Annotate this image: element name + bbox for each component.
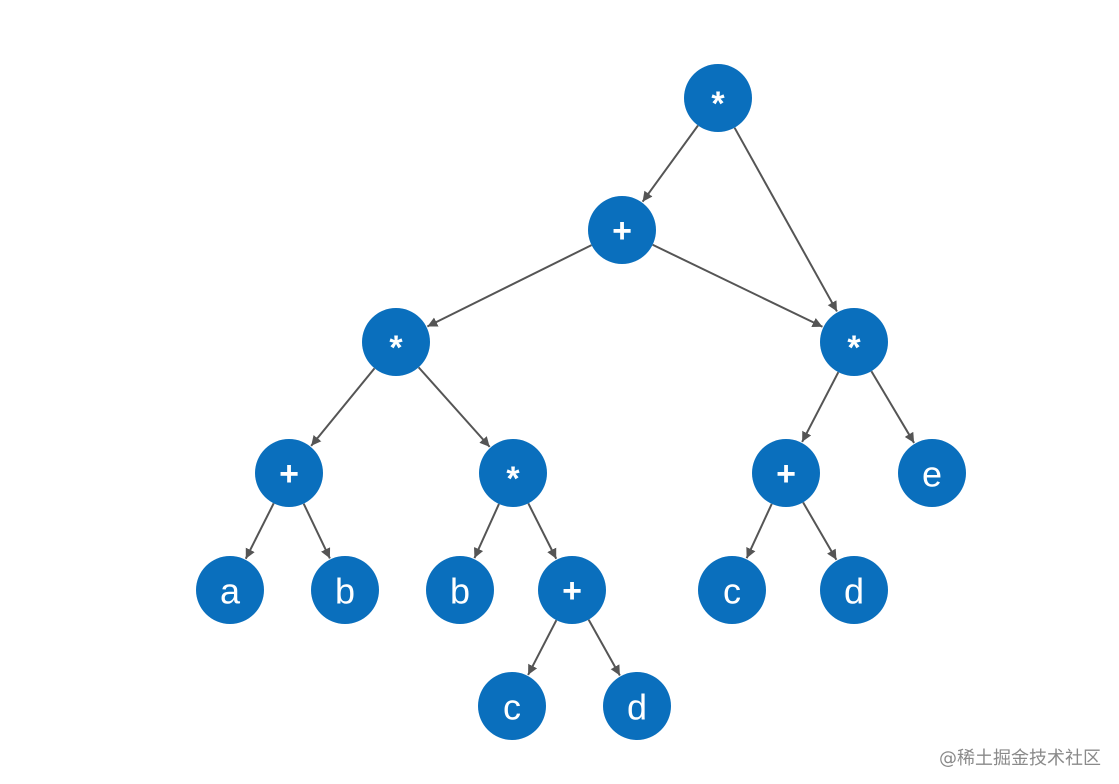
tree-node-n10: b bbox=[311, 556, 379, 624]
node-label: d bbox=[627, 687, 647, 728]
tree-node-n1: * bbox=[684, 64, 752, 132]
tree-node-n2: + bbox=[588, 196, 656, 264]
tree-node-n11: b bbox=[426, 556, 494, 624]
tree-node-n3: * bbox=[362, 308, 430, 376]
node-label: b bbox=[450, 571, 470, 612]
edge-n3-n6 bbox=[417, 366, 491, 448]
node-circle bbox=[698, 556, 766, 624]
edge-n7-n13 bbox=[745, 503, 773, 559]
node-circle bbox=[684, 64, 752, 132]
node-label: * bbox=[506, 460, 520, 498]
node-circle bbox=[752, 439, 820, 507]
tree-node-n16: d bbox=[603, 672, 671, 740]
edge-n1-n2 bbox=[641, 124, 699, 203]
node-circle bbox=[820, 556, 888, 624]
tree-node-n8: e bbox=[898, 439, 966, 507]
node-label: + bbox=[776, 455, 796, 493]
node-label: * bbox=[711, 85, 725, 123]
edge-n1-n4 bbox=[733, 127, 838, 312]
tree-node-n4: * bbox=[820, 308, 888, 376]
node-circle bbox=[588, 196, 656, 264]
watermark-text: @稀土掘金技术社区 bbox=[939, 748, 1101, 769]
edge-n4-n8 bbox=[870, 370, 915, 444]
tree-node-n5: + bbox=[255, 439, 323, 507]
edge-n7-n14 bbox=[802, 501, 838, 561]
node-circle bbox=[362, 308, 430, 376]
node-circle bbox=[820, 308, 888, 376]
tree-node-n6: * bbox=[479, 439, 547, 507]
tree-node-n9: a bbox=[196, 556, 264, 624]
tree-node-n12: + bbox=[538, 556, 606, 624]
edge-n6-n12 bbox=[527, 502, 558, 560]
node-circle bbox=[479, 439, 547, 507]
edge-n2-n4 bbox=[652, 243, 823, 328]
edge-n12-n15 bbox=[527, 619, 558, 676]
tree-node-n7: + bbox=[752, 439, 820, 507]
tree-node-n14: d bbox=[820, 556, 888, 624]
edge-n12-n16 bbox=[587, 619, 621, 676]
node-circle bbox=[898, 439, 966, 507]
tree-node-n13: c bbox=[698, 556, 766, 624]
nodes-layer: * + * * + * + e a b b + c d c d bbox=[196, 64, 966, 740]
edge-n3-n5 bbox=[310, 367, 376, 447]
node-label: + bbox=[279, 455, 299, 493]
node-label: + bbox=[612, 212, 632, 250]
edge-n6-n11 bbox=[473, 503, 500, 559]
edge-n2-n3 bbox=[426, 244, 592, 328]
edge-n5-n10 bbox=[302, 503, 331, 559]
node-label: * bbox=[847, 329, 861, 367]
node-circle bbox=[478, 672, 546, 740]
tree-node-n15: c bbox=[478, 672, 546, 740]
node-label: b bbox=[335, 571, 355, 612]
node-label: c bbox=[503, 687, 521, 728]
node-label: d bbox=[844, 571, 864, 612]
edge-n5-n9 bbox=[244, 502, 275, 560]
node-label: e bbox=[922, 454, 942, 495]
node-circle bbox=[311, 556, 379, 624]
node-circle bbox=[196, 556, 264, 624]
node-circle bbox=[426, 556, 494, 624]
node-label: + bbox=[562, 572, 582, 610]
node-label: c bbox=[723, 571, 741, 612]
edge-n4-n7 bbox=[801, 371, 840, 443]
node-circle bbox=[538, 556, 606, 624]
node-label: a bbox=[220, 571, 241, 612]
edges-layer bbox=[244, 124, 915, 676]
node-circle bbox=[603, 672, 671, 740]
node-circle bbox=[255, 439, 323, 507]
node-label: * bbox=[389, 329, 403, 367]
